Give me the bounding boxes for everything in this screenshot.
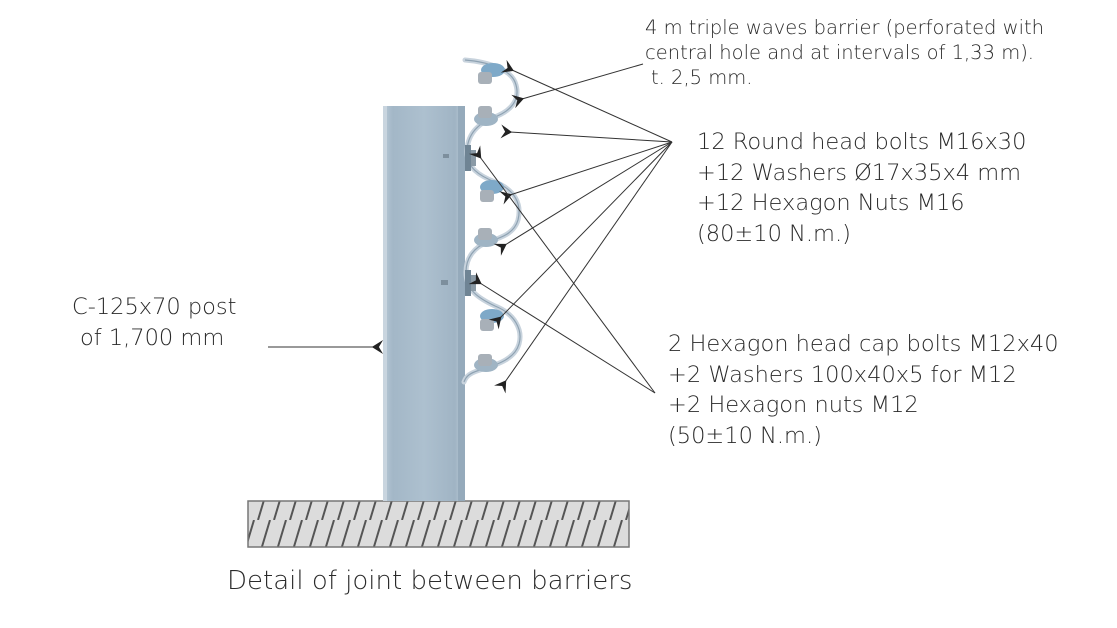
leader-barrier <box>511 63 644 109</box>
round-bolts-label-line: +12 Washers Ø17x35x4 mm <box>697 159 1022 186</box>
post-label-line: C-125x70 post <box>72 294 237 320</box>
bolt-6 <box>474 354 498 372</box>
bolt-1 <box>478 63 505 84</box>
bolt-4 <box>474 228 498 247</box>
cap-bolts-label-line: 2 Hexagon head cap bolts M12x40 <box>668 331 1059 357</box>
leader-cap-bolts <box>468 145 656 394</box>
barrier-label-line: t. 2,5 mm. <box>651 66 753 89</box>
leader-round-bolts <box>488 59 673 394</box>
round-bolts-label-line: 12 Round head bolts M16x30 <box>697 129 1027 155</box>
ground-hatched <box>247 500 630 548</box>
bolt-3 <box>480 180 504 202</box>
barrier-label-line: 4 m triple waves barrier (perforated wit… <box>645 16 1045 39</box>
post-label-line: of 1,700 mm <box>80 324 225 351</box>
barrier-label-line: central hole and at intervals of 1,33 m)… <box>645 41 1035 64</box>
bolt-5 <box>480 309 504 331</box>
barrier-label: 4 m triple waves barrier (perforated wit… <box>645 18 1044 93</box>
cap-bolts-label: 2 Hexagon head cap bolts M12x40 +2 Washe… <box>668 333 1059 455</box>
barrier-triple-wave <box>461 57 523 385</box>
post-label: C-125x70 post of 1,700 mm <box>72 296 236 357</box>
bolt-2 <box>474 106 498 126</box>
cap-bolts-label-line: +2 Hexagon nuts M12 <box>668 392 919 418</box>
cap-bolts-label-line: +2 Washers 100x40x5 for M12 <box>668 361 1017 388</box>
round-head-bolt-group <box>474 63 505 372</box>
round-bolts-label: 12 Round head bolts M16x30 +12 Washers Ø… <box>697 131 1026 253</box>
round-bolts-label-line: +12 Hexagon Nuts M16 <box>697 190 965 216</box>
round-bolts-torque: (80±10 N.m.) <box>697 220 851 247</box>
post-c125x70 <box>383 106 465 501</box>
diagram-caption: Detail of joint between barriers <box>227 566 633 596</box>
cap-bolts-torque: (50±10 N.m.) <box>668 422 822 449</box>
